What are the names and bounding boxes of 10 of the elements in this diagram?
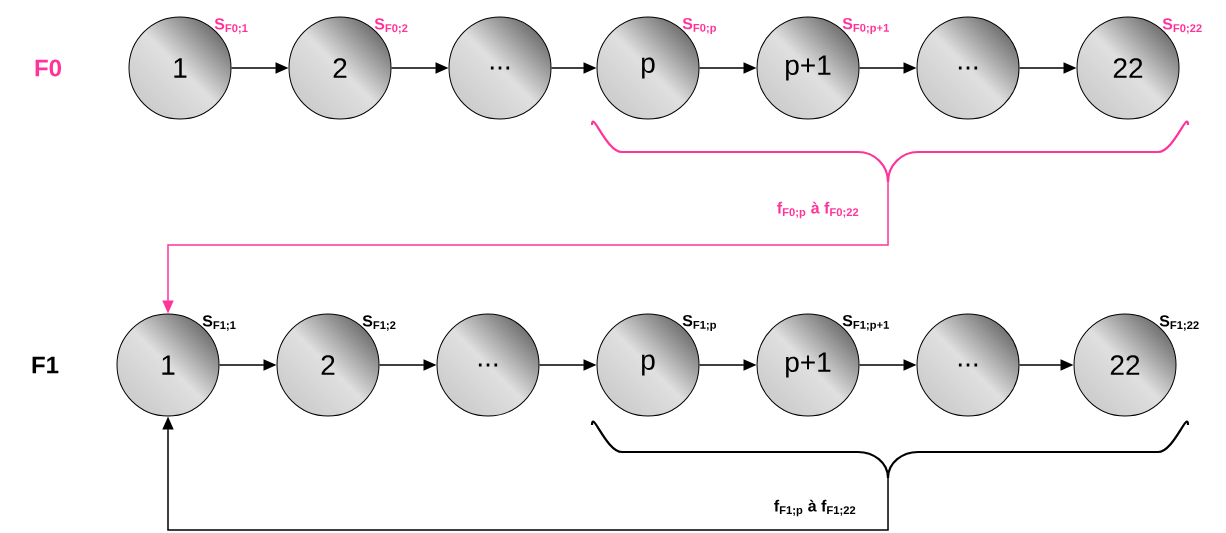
circle-node: ... [436,313,540,417]
edge-label: f$_{F0;p}$ à f$_{F0;22}$ [777,201,859,219]
row-label: F1 [32,356,59,374]
curly-brace [591,422,1189,480]
curly-brace [591,122,1189,184]
edge-label: f$_{F1;p}$ à f$_{F1;22}$ [774,499,856,517]
circle-node: ... [916,16,1020,120]
row-label: F0 [35,59,61,77]
circle-node: ... [448,16,552,120]
circle-node: ... [916,313,1020,417]
